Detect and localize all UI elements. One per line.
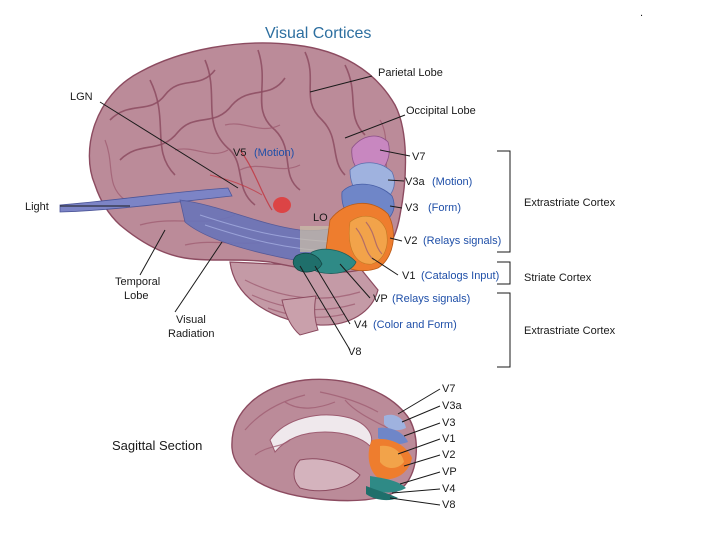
label-v3: V3 bbox=[405, 202, 418, 214]
main-labels: Parietal Lobe Occipital Lobe LGN Light T… bbox=[25, 67, 501, 358]
label-v1: V1 bbox=[402, 270, 415, 282]
label-extrastriate-cortex-top: Extrastriate Cortex bbox=[524, 197, 616, 209]
label-light: Light bbox=[25, 201, 49, 213]
main-leader-lines bbox=[60, 75, 411, 351]
label-v5-role: (Motion) bbox=[254, 147, 294, 159]
sagittal-labels: V7 V3a V3 V1 V2 VP V4 V8 bbox=[442, 383, 462, 511]
sagittal-label-v4: V4 bbox=[442, 483, 455, 495]
sagittal-label-v3a: V3a bbox=[442, 400, 462, 412]
label-visual-radiation-line2: Radiation bbox=[168, 328, 214, 340]
sagittal-section-title: Sagittal Section bbox=[112, 438, 202, 453]
sagittal-label-v8: V8 bbox=[442, 499, 455, 511]
label-vp: VP bbox=[373, 293, 388, 305]
label-v1-role: (Catalogs Input) bbox=[421, 270, 499, 282]
sagittal-label-vp: VP bbox=[442, 466, 457, 478]
sagittal-brainstem bbox=[293, 458, 361, 492]
main-brain-illustration bbox=[59, 42, 407, 336]
diagram-title: Visual Cortices bbox=[265, 25, 371, 42]
sagittal-leader-lines bbox=[389, 388, 441, 506]
sagittal-cerebrum bbox=[231, 378, 418, 502]
bracket-striate bbox=[497, 261, 511, 285]
label-lgn: LGN bbox=[70, 91, 93, 103]
label-visual-radiation-line1: Visual bbox=[176, 314, 206, 326]
sagittal-label-v2: V2 bbox=[442, 449, 455, 461]
label-v3a: V3a bbox=[405, 176, 425, 188]
label-v4: V4 bbox=[354, 319, 367, 331]
label-temporal-lobe-line1: Temporal bbox=[115, 276, 160, 288]
sagittal-vp bbox=[370, 476, 406, 493]
sagittal-label-v7: V7 bbox=[442, 383, 455, 395]
label-occipital-lobe: Occipital Lobe bbox=[406, 105, 476, 117]
sagittal-v4 bbox=[366, 486, 398, 501]
bracket-extrastriate-bottom bbox=[497, 292, 511, 368]
label-parietal-lobe: Parietal Lobe bbox=[378, 67, 443, 79]
cerebrum bbox=[88, 42, 407, 273]
sagittal-v1 bbox=[380, 445, 404, 468]
v1-region bbox=[348, 215, 388, 265]
brain-stem bbox=[281, 295, 319, 336]
label-v3a-role: (Motion) bbox=[432, 176, 472, 188]
sagittal-v3a bbox=[384, 414, 406, 431]
sagittal-label-v1: V1 bbox=[442, 433, 455, 445]
corner-mark: . bbox=[640, 7, 643, 19]
sagittal-brain-illustration bbox=[231, 378, 418, 502]
bracket-extrastriate-top bbox=[497, 150, 511, 253]
label-lo: LO bbox=[313, 212, 328, 224]
label-v5: V5 bbox=[233, 147, 246, 159]
label-v7: V7 bbox=[412, 151, 425, 163]
sagittal-label-v3: V3 bbox=[442, 417, 455, 429]
label-extrastriate-cortex-bottom: Extrastriate Cortex bbox=[524, 325, 616, 337]
label-v2-role: (Relays signals) bbox=[423, 235, 501, 247]
label-temporal-lobe-line2: Lobe bbox=[124, 290, 148, 302]
label-v2: V2 bbox=[404, 235, 417, 247]
cortex-brackets: Extrastriate Cortex Striate Cortex Extra… bbox=[497, 150, 616, 368]
label-v3-role: (Form) bbox=[428, 202, 461, 214]
label-vp-role: (Relays signals) bbox=[392, 293, 470, 305]
label-v4-role: (Color and Form) bbox=[373, 319, 457, 331]
v5-region bbox=[273, 197, 291, 213]
label-striate-cortex: Striate Cortex bbox=[524, 272, 592, 284]
label-v8: V8 bbox=[348, 346, 361, 358]
